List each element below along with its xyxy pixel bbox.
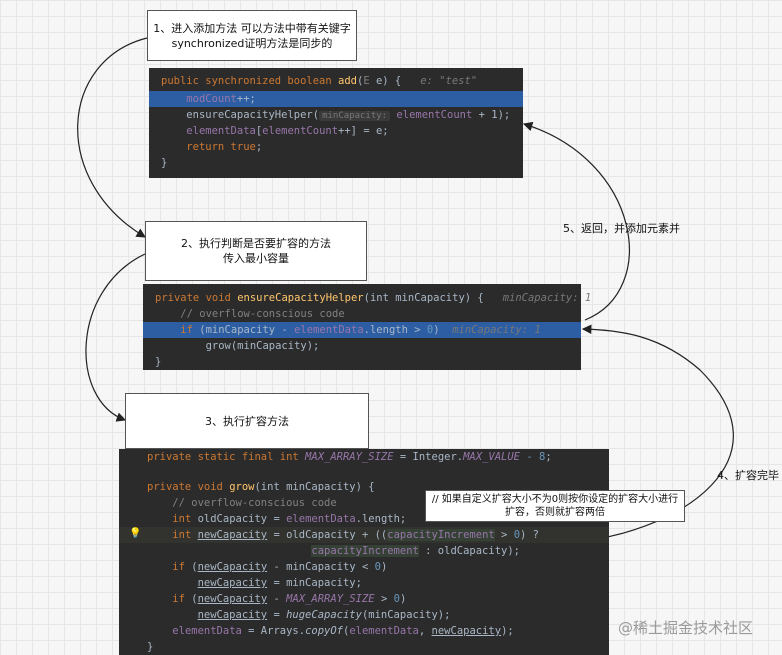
code3-line3: // overflow-conscious code — [172, 497, 337, 509]
step2-note: 2、执行判断是否要扩容的方法 传入最小容量 — [145, 221, 367, 281]
code1-line4: elementData[elementCount++] = e; — [186, 125, 389, 137]
step4-label: 4、扩容完毕 — [717, 469, 779, 482]
code2-line5: } — [155, 356, 162, 368]
grow-method-code: private static final int MAX_ARRAY_SIZE … — [119, 449, 609, 655]
code3-line2: private void grow(int minCapacity) { — [147, 481, 375, 493]
code3-line1: private static final int MAX_ARRAY_SIZE … — [147, 451, 552, 463]
code3-line9: if (newCapacity - MAX_ARRAY_SIZE > 0) — [172, 593, 407, 605]
code3-line11: elementData = Arrays.copyOf(elementData,… — [172, 625, 514, 637]
step5-label: 5、返回，并添加元素并 — [563, 222, 680, 235]
code3-line10: newCapacity = hugeCapacity(minCapacity); — [197, 609, 451, 621]
comment-line2: 扩容，否则就扩容两倍 — [505, 507, 605, 518]
code2-line3-highlighted: if (minCapacity - elementData.length > 0… — [143, 322, 581, 338]
code3-line7: if (newCapacity - minCapacity < 0) — [172, 561, 388, 573]
code1-line6: } — [161, 157, 168, 169]
code3-line5: int newCapacity = oldCapacity + ((capaci… — [119, 527, 609, 543]
step-comment-note: // 如果自定义扩容大小不为0则按你设定的扩容大小进行 扩容，否则就扩容两倍 — [425, 490, 685, 522]
step1-line2: synchronized证明方法是同步的 — [171, 36, 333, 50]
step1-line1: 1、进入添加方法 可以方法中带有关键字 — [153, 21, 351, 35]
code3-line12: } — [147, 641, 154, 653]
step1-note: 1、进入添加方法 可以方法中带有关键字 synchronized证明方法是同步的 — [147, 10, 357, 61]
code2-line4: grow(minCapacity); — [205, 340, 320, 352]
step3-note: 3、执行扩容方法 — [125, 393, 369, 449]
code1-line1: public synchronized boolean add(E e) { e… — [161, 75, 478, 87]
code2-line1: private void ensureCapacityHelper(int mi… — [155, 292, 592, 304]
add-method-code: public synchronized boolean add(E e) { e… — [149, 68, 523, 178]
code3-line8: newCapacity = minCapacity; — [197, 577, 362, 589]
code2-line2: // overflow-conscious code — [180, 308, 345, 320]
step2-line1: 2、执行判断是否要扩容的方法 — [181, 237, 331, 250]
lightbulb-icon[interactable]: 💡 — [129, 528, 142, 539]
arrow-helper-to-add — [522, 121, 630, 321]
code1-line5: return true; — [186, 141, 263, 153]
code3-line4: int oldCapacity = elementData.length; — [172, 513, 407, 525]
code3-line6: capacityIncrement : oldCapacity); — [311, 545, 520, 557]
ensure-capacity-code: private void ensureCapacityHelper(int mi… — [143, 284, 592, 370]
arrow-note1-to-note2 — [77, 37, 148, 238]
step2-line2: 传入最小容量 — [223, 252, 289, 265]
comment-line1: // 如果自定义扩容大小不为0则按你设定的扩容大小进行 — [431, 494, 679, 505]
code1-line2-highlighted: modCount++; — [149, 91, 523, 107]
code1-line3: ensureCapacityHelper(minCapacity: elemen… — [186, 109, 511, 121]
watermark-text: @稀土掘金技术社区 — [618, 619, 754, 637]
step3-line1: 3、执行扩容方法 — [205, 414, 289, 428]
arrow-note2-to-note3 — [85, 253, 146, 422]
